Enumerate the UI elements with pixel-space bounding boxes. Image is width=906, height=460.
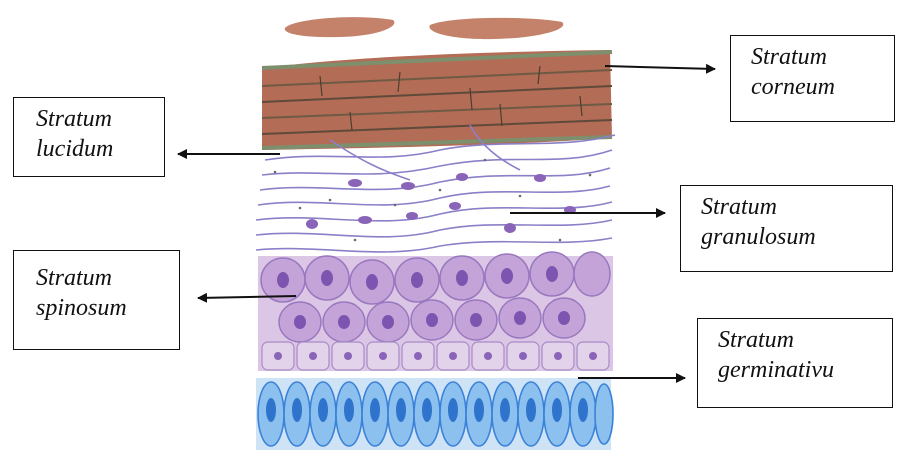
label-line-2: lucidum	[36, 134, 154, 164]
stratum-corneum-layer	[262, 50, 612, 150]
label-line-2: corneum	[751, 72, 884, 102]
label-line-1: Stratum	[701, 192, 882, 222]
label-line-2: spinosum	[36, 293, 169, 323]
label-stratum-lucidum: Stratum lucidum	[13, 97, 165, 177]
corneum-flakes	[285, 17, 564, 39]
arrow-corneum	[605, 66, 715, 69]
label-line-2: granulosum	[701, 222, 882, 252]
stratum-spinosum-layer	[258, 252, 613, 371]
label-stratum-spinosum: Stratum spinosum	[13, 250, 180, 350]
label-line-1: Stratum	[718, 325, 882, 355]
label-line-1: Stratum	[36, 104, 154, 134]
label-stratum-corneum: Stratum corneum	[730, 35, 895, 122]
label-line-1: Stratum	[36, 263, 169, 293]
label-stratum-germinativum: Stratum germinativu	[697, 318, 893, 408]
label-line-2: germinativu	[718, 355, 882, 385]
label-line-1: Stratum	[751, 42, 884, 72]
label-stratum-granulosum: Stratum granulosum	[680, 185, 893, 272]
stratum-germinativum-layer	[256, 378, 613, 450]
